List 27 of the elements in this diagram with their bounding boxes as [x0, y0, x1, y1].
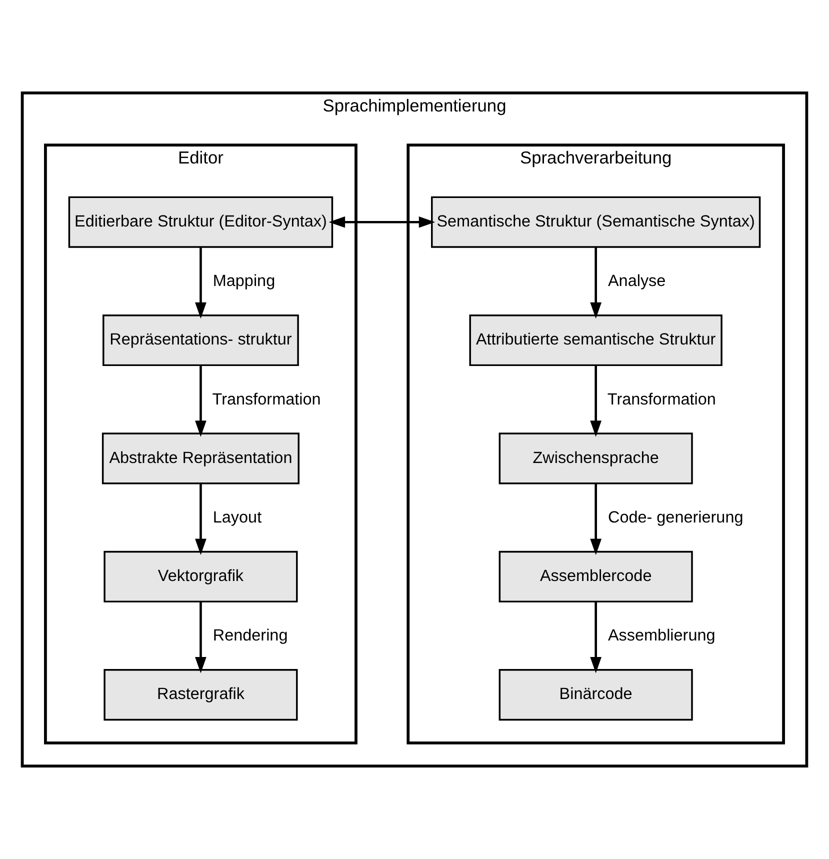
node-box: Zwischensprache [498, 432, 693, 484]
node-box: Semantische Struktur (Semantische Syntax) [431, 196, 761, 248]
arrow [590, 484, 602, 556]
edge-label: Transformation [212, 390, 321, 408]
arrow [328, 216, 436, 228]
edge-label: Analyse [608, 272, 666, 290]
node-box: Editierbare Struktur (Editor-Syntax) [68, 196, 334, 248]
edge-label: Rendering [212, 626, 288, 645]
arrow [195, 484, 206, 556]
edge-label: Mapping [212, 272, 276, 290]
edge-label: Layout [212, 508, 262, 526]
arrow [195, 602, 206, 674]
arrow [590, 247, 602, 319]
arrow [590, 602, 602, 674]
edge-label: Transformation [607, 390, 716, 408]
node-box: Vektorgrafik [104, 550, 298, 602]
arrow [590, 365, 602, 437]
arrow [195, 247, 206, 319]
node-box: Repräsentations- struktur [102, 314, 299, 366]
node-box: Binärcode [498, 669, 693, 721]
node-box: Abstrakte Repräsentation [102, 432, 300, 484]
arrow [195, 365, 206, 437]
node-box: Rastergrafik [104, 669, 298, 721]
node-box: Assemblercode [498, 550, 693, 602]
node-box: Attributierte semantische Struktur [469, 314, 722, 366]
edge-label: Code- generierung [608, 508, 744, 526]
edge-label: Assemblierung [608, 626, 716, 645]
